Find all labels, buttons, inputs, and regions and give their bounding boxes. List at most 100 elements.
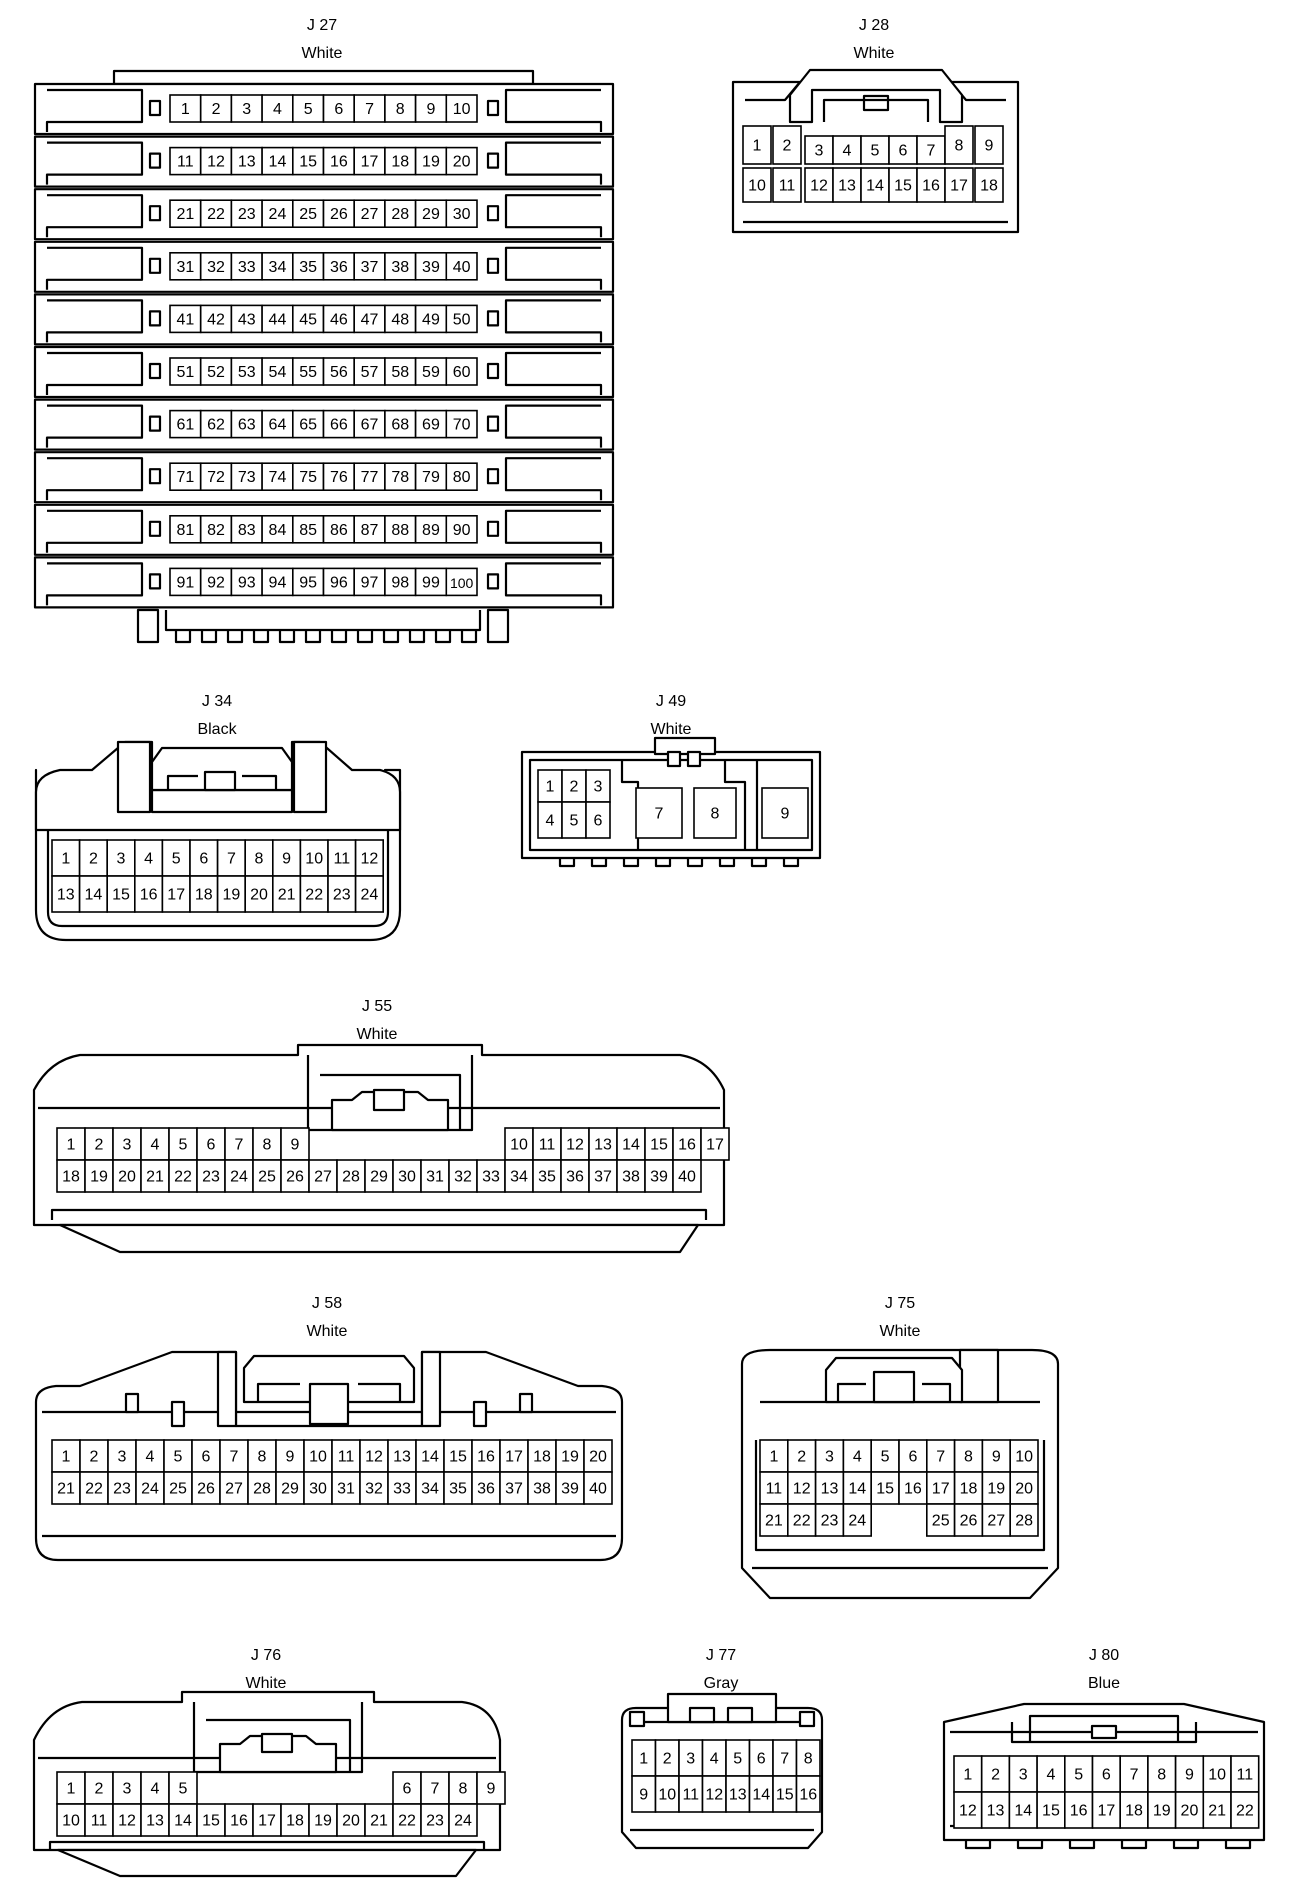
pin-cell [1009,1471,1039,1505]
pin-label: 2 [663,1751,672,1768]
pin-cell [693,787,737,839]
tower-right [420,1350,442,1428]
pin-cell [291,199,325,228]
pin-label: 17 [932,1481,950,1498]
pin-label: 79 [422,469,440,486]
bottom-comb [164,610,482,632]
pin-cell [303,1471,333,1505]
pin-label: 94 [269,574,287,591]
pin-label: 80 [453,469,471,486]
pin-cell [230,357,263,386]
pin-cell [445,514,478,544]
pin-label: 33 [393,1481,411,1498]
pin-label: 27 [361,206,379,223]
bottom-tooth [782,858,800,868]
comb-tooth [382,630,400,644]
pin-label: 29 [281,1481,299,1498]
pin-label: 38 [533,1481,551,1498]
pin-label: 28 [253,1481,271,1498]
pin-label: 16 [1070,1803,1088,1820]
connector-j58-id: J 58 [312,1295,342,1312]
key-l2 [170,1400,186,1428]
pin-label: 9 [426,101,435,118]
pin-label: 3 [117,851,126,868]
pin-label: 40 [678,1169,696,1186]
pin-label: 26 [197,1481,215,1498]
pin-cell [230,567,263,597]
pin-label: 9 [781,806,790,823]
connector-j34-color: Black [197,721,237,738]
pin-cell [353,357,386,386]
pin-label: 5 [174,1449,183,1466]
pin-label: 8 [459,1781,468,1798]
pin-label: 8 [804,1751,813,1768]
pin-cell [387,1439,417,1473]
pin-label: 16 [922,178,940,195]
pin-label: 6 [334,101,343,118]
pin-label: 15 [876,1481,894,1498]
connector-j75-color: White [880,1323,921,1340]
pin-label: 4 [853,1449,862,1466]
pin-label: 18 [391,154,409,171]
pin-cell [1202,1791,1232,1829]
pin-cell [814,1471,845,1505]
pin-label: 17 [1097,1803,1115,1820]
pin-label: 73 [238,469,256,486]
skirt [56,1848,478,1878]
slot-key-left [148,205,162,222]
pin-label: 23 [333,887,351,904]
pin-label: 12 [959,1803,977,1820]
pin-label: 6 [199,851,208,868]
comb-tooth [252,630,270,644]
pin-label: 31 [426,1169,444,1186]
connector-j28-color: White [854,45,895,62]
pin-label: 19 [561,1449,579,1466]
pin-cell [322,199,356,228]
bottom-tooth [558,858,576,868]
comb-tooth [304,630,322,644]
pin-cell [414,304,448,334]
foot-right [486,608,510,644]
slot-key-left [148,99,162,117]
pin-label: 14 [85,887,103,904]
pin-cell [291,146,325,176]
pin-cell [384,304,417,334]
pin-cell [169,462,202,492]
slot-key-left [148,152,162,169]
pin-cell [870,1439,900,1473]
latch-inner [320,1073,462,1130]
pin-label: 5 [871,143,880,160]
slot-key-right [486,468,500,485]
pin-label: 4 [144,851,153,868]
pin-label: 6 [594,813,603,830]
pin-label: 46 [330,311,348,328]
pin-cell [275,1439,305,1473]
pin-cell [672,1127,702,1161]
pin-label: 11 [338,1449,355,1466]
pin-label: 1 [753,138,762,155]
tower-left [216,1350,238,1428]
pin-cell [842,1439,873,1473]
latch-tab [260,1732,294,1754]
pin-label: 20 [589,1449,607,1466]
corner-r [798,1710,816,1728]
pin-cell [644,1159,674,1193]
pin-cell [583,1471,613,1505]
pin-label: 22 [398,1813,416,1830]
pin-label: 21 [278,887,296,904]
latch-body [242,1354,416,1404]
latch-line-l [166,774,198,790]
pin-label: 81 [176,522,194,539]
pin-label: 28 [342,1169,360,1186]
pin-cell [583,1439,613,1473]
pin-label: 41 [176,311,194,328]
pin-cell [384,146,417,176]
pin-label: 2 [95,1137,104,1154]
pin-label: 7 [235,1137,244,1154]
pin-cell [953,1503,984,1537]
pin-cell [224,1159,254,1193]
pin-label: 45 [299,311,317,328]
